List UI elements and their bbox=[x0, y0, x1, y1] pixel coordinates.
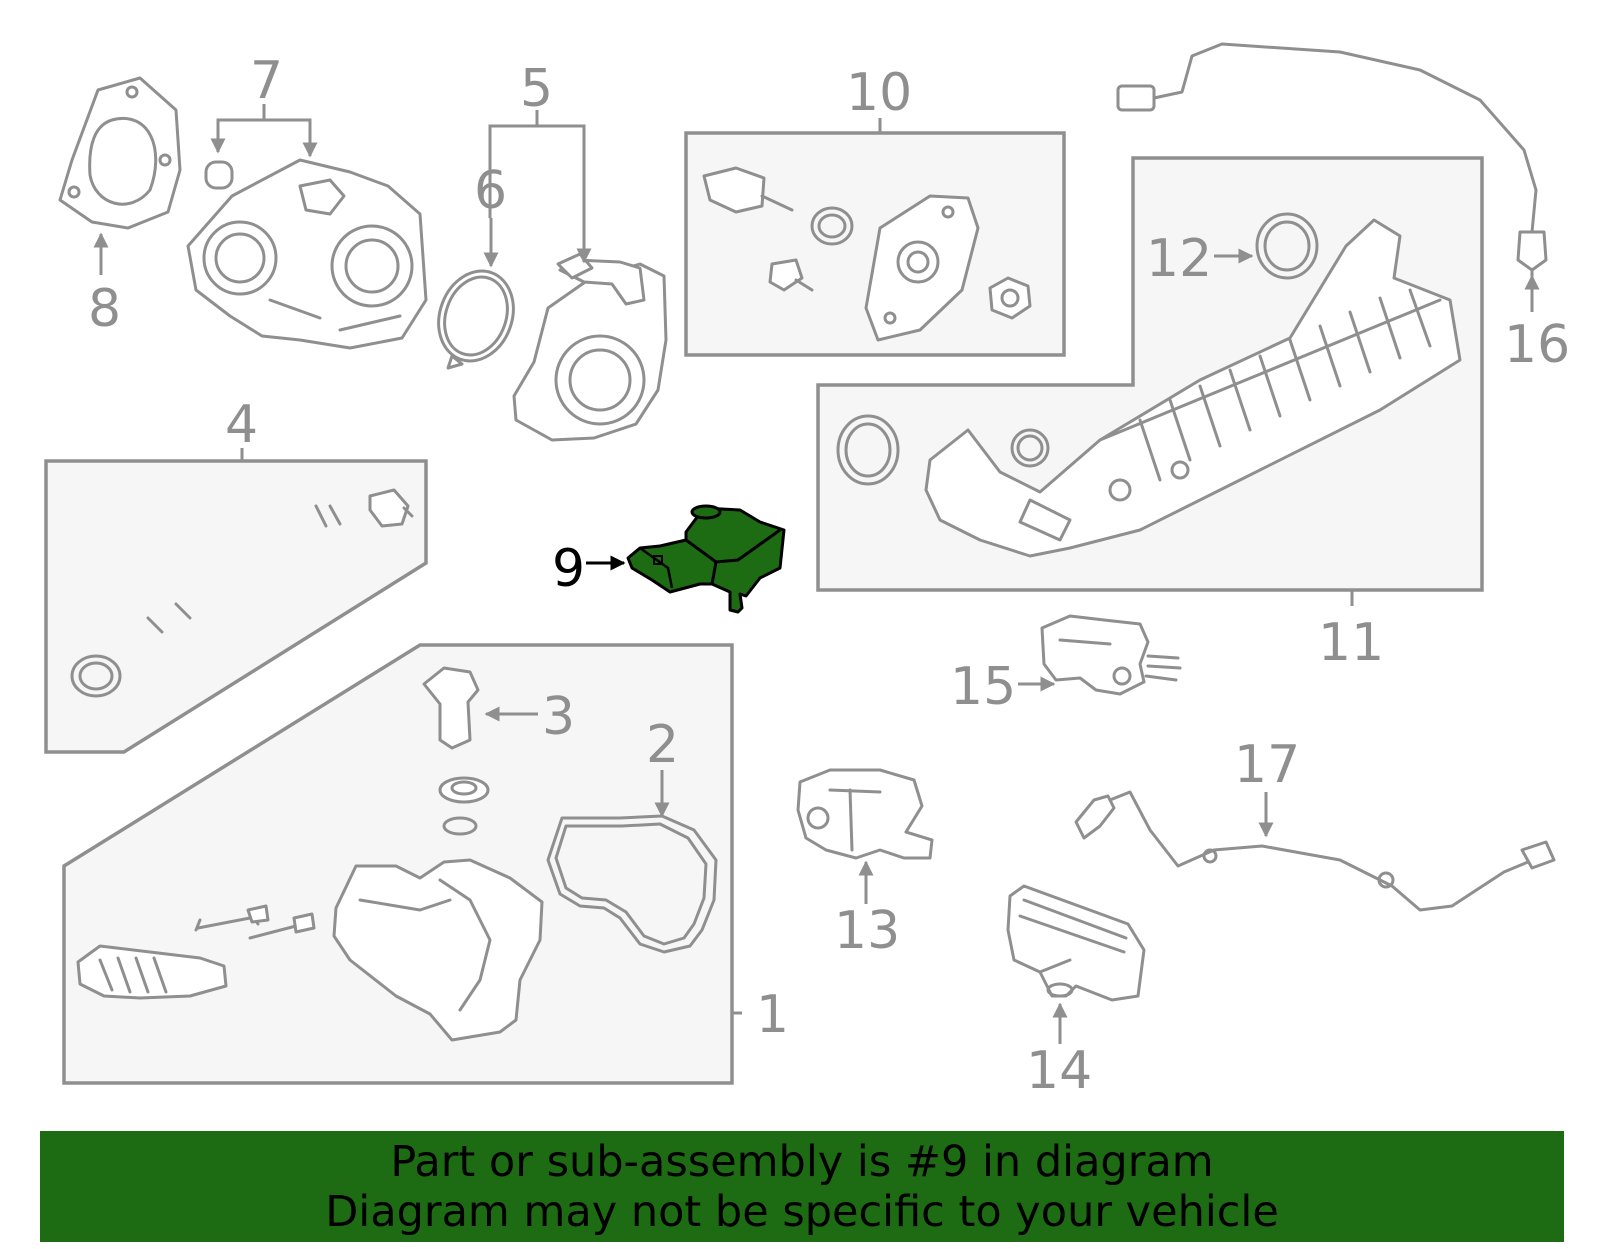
callout-12: 12 bbox=[1146, 229, 1212, 289]
cover-part-1 bbox=[76, 858, 544, 1042]
callout-3: 3 bbox=[542, 687, 575, 747]
notice-banner: Part or sub-assembly is #9 in diagram Di… bbox=[40, 1131, 1564, 1242]
callout-6: 6 bbox=[474, 161, 507, 221]
banner-line-2: Diagram may not be specific to your vehi… bbox=[325, 1187, 1279, 1237]
callout-8: 8 bbox=[88, 279, 121, 339]
gasket-part-8 bbox=[58, 76, 182, 230]
sensor-part-17 bbox=[1074, 790, 1556, 912]
callout-1: 1 bbox=[756, 985, 789, 1045]
map-sensor-part-9 bbox=[626, 504, 786, 614]
o-ring-part-6 bbox=[437, 269, 515, 370]
elbow-part-3 bbox=[422, 666, 490, 836]
banner-line-1: Part or sub-assembly is #9 in diagram bbox=[390, 1137, 1214, 1187]
callout-9: 9 bbox=[552, 539, 585, 599]
actuator-part-13 bbox=[796, 768, 934, 860]
module-part-14 bbox=[1006, 884, 1146, 1002]
sensor-part-16 bbox=[1116, 42, 1548, 284]
callout-10: 10 bbox=[846, 63, 912, 123]
hose-part-4 bbox=[70, 488, 414, 698]
leader-5 bbox=[488, 110, 586, 258]
cooler-part-11 bbox=[836, 212, 1462, 558]
callout-2: 2 bbox=[646, 715, 679, 775]
callout-15: 15 bbox=[950, 657, 1016, 717]
callout-11: 11 bbox=[1318, 613, 1384, 673]
housing-part-5 bbox=[512, 252, 668, 442]
callout-4: 4 bbox=[225, 395, 258, 455]
gasket-part-2 bbox=[546, 814, 718, 954]
throttle-body-part-7 bbox=[186, 158, 428, 350]
part-10-kit bbox=[702, 166, 1032, 342]
callout-13: 13 bbox=[834, 901, 900, 961]
group-box-1 bbox=[62, 643, 734, 1085]
callout-16: 16 bbox=[1504, 315, 1570, 375]
callout-17: 17 bbox=[1234, 735, 1300, 795]
valve-part-15 bbox=[1040, 614, 1182, 696]
callout-5: 5 bbox=[520, 59, 553, 119]
group-box-4 bbox=[44, 459, 428, 754]
callout-7: 7 bbox=[250, 51, 283, 111]
callout-14: 14 bbox=[1026, 1041, 1092, 1101]
